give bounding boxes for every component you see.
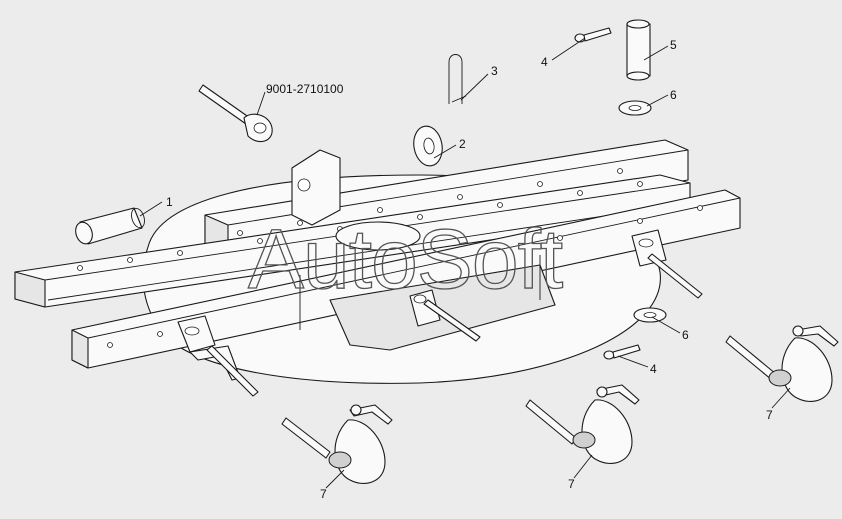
hook-assembly-part-7-left xyxy=(281,404,393,484)
callout-7-right: 7 xyxy=(766,408,773,422)
callout-6-bottom: 6 xyxy=(682,328,689,342)
washer-part-2 xyxy=(413,125,443,167)
hook-assembly-part-7-center xyxy=(525,384,640,464)
washer-part-6-bottom xyxy=(633,307,667,323)
washer-part-6-top xyxy=(618,100,652,116)
callout-7-center: 7 xyxy=(568,477,575,491)
callout-part-number: 9001-2710100 xyxy=(266,82,344,96)
pin-part-5 xyxy=(626,19,651,81)
pin-part-1 xyxy=(75,207,145,245)
callout-7-left: 7 xyxy=(320,487,327,501)
center-box xyxy=(299,221,556,351)
callout-5: 5 xyxy=(670,38,677,52)
callout-4-bottom: 4 xyxy=(650,362,657,376)
leader-lines xyxy=(139,37,791,489)
callout-6-top: 6 xyxy=(670,88,677,102)
pivot-bracket-left xyxy=(177,315,259,397)
watermark-text: AutoSoft xyxy=(248,212,563,306)
front-frame-rail xyxy=(71,189,741,369)
hook-assembly-part-7-right xyxy=(725,325,839,402)
upper-bracket xyxy=(291,149,341,226)
cotter-pin-part-4-top xyxy=(574,27,612,43)
pivot-bracket-right xyxy=(631,229,703,299)
eye-bolt-assembly xyxy=(198,84,273,143)
callout-1: 1 xyxy=(166,195,173,209)
callout-2: 2 xyxy=(459,137,466,151)
cotter-pin-part-4-bottom xyxy=(603,344,641,360)
callout-4-top: 4 xyxy=(541,55,548,69)
pivot-bracket-center xyxy=(409,289,481,342)
callout-3: 3 xyxy=(491,64,498,78)
clip-part-3 xyxy=(448,54,467,104)
